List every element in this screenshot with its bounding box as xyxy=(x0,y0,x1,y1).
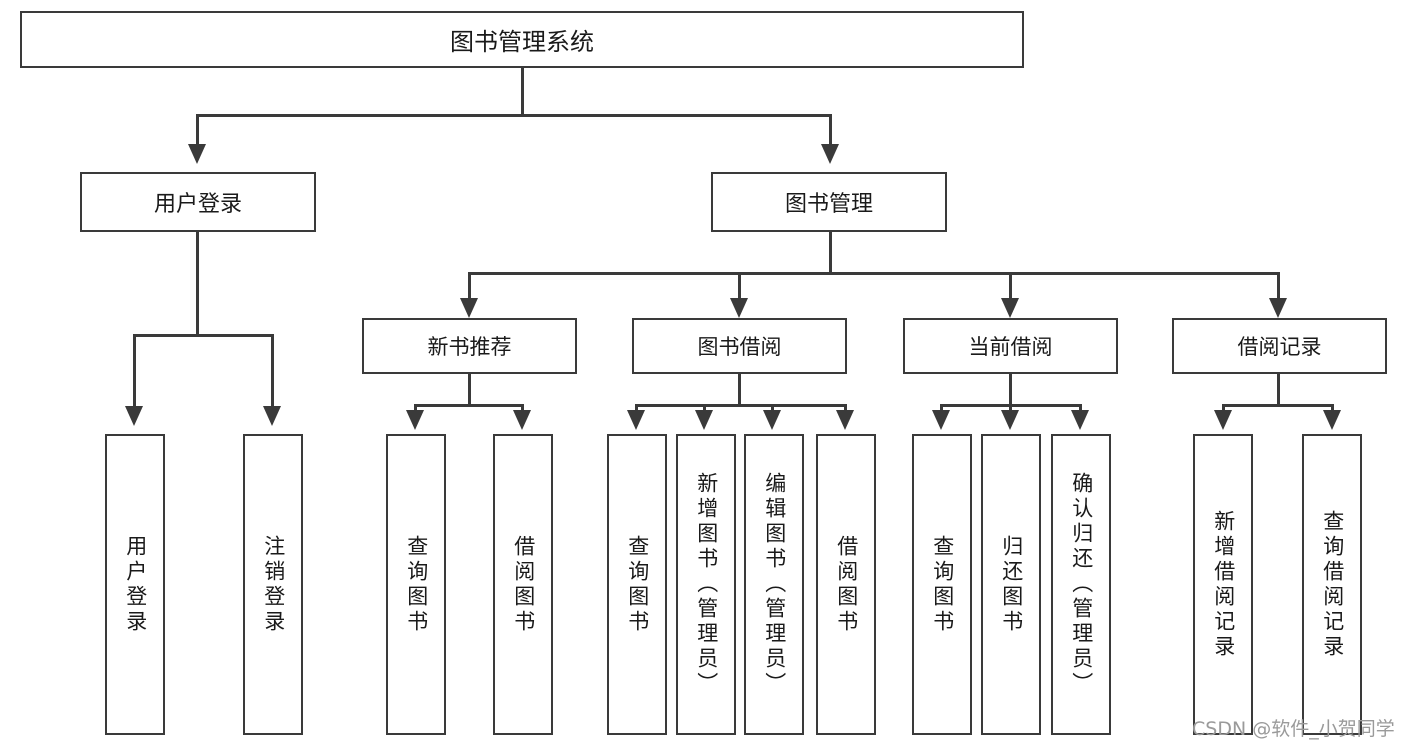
node-label: 当前借阅 xyxy=(968,335,1053,359)
connector-level2-drop-3 xyxy=(1009,272,1012,306)
node-label: 用户登录 xyxy=(153,192,242,217)
arrow-to-borrow-record xyxy=(1269,298,1287,318)
node-book-management[interactable]: 图书管理 xyxy=(711,172,947,232)
node-label: 确认归还（管理员） xyxy=(1069,472,1094,697)
node-label: 新增借阅记录 xyxy=(1211,509,1236,660)
leaf-user-login[interactable]: 用户登录 xyxy=(105,434,165,735)
node-label: 借阅图书 xyxy=(834,534,859,635)
connector-current-borrow-drop-1 xyxy=(940,404,943,412)
node-book-borrow[interactable]: 图书借阅 xyxy=(632,318,847,374)
arrow-to-leaf-query-book-1 xyxy=(406,410,424,430)
arrow-to-current-borrow xyxy=(1001,298,1019,318)
node-current-borrow[interactable]: 当前借阅 xyxy=(903,318,1118,374)
leaf-query-book-current[interactable]: 查询图书 xyxy=(912,434,972,735)
leaf-query-book-borrow[interactable]: 查询图书 xyxy=(607,434,667,735)
connector-book-borrow-drop-2 xyxy=(703,404,706,412)
connector-level2-bus xyxy=(468,272,1280,275)
connector-current-borrow-drop-2 xyxy=(1009,404,1012,412)
node-borrow-record[interactable]: 借阅记录 xyxy=(1172,318,1387,374)
arrow-to-new-book-recommend xyxy=(460,298,478,318)
connector-current-borrow-drop-3 xyxy=(1079,404,1082,412)
leaf-query-borrow-record[interactable]: 查询借阅记录 xyxy=(1302,434,1362,735)
arrow-to-leaf-borrow-book-2 xyxy=(836,410,854,430)
connector-book-borrow-drop-4 xyxy=(844,404,847,412)
connector-level1-drop-2 xyxy=(829,114,832,144)
leaf-query-book-new[interactable]: 查询图书 xyxy=(386,434,446,735)
connector-book-management-stem xyxy=(829,232,832,274)
arrow-to-leaf-logout xyxy=(263,406,281,426)
leaf-confirm-return-admin[interactable]: 确认归还（管理员） xyxy=(1051,434,1111,735)
node-label: 借阅图书 xyxy=(511,534,536,635)
connector-borrow-record-bus xyxy=(1222,404,1334,407)
leaf-edit-book-admin[interactable]: 编辑图书（管理员） xyxy=(744,434,804,735)
node-label: 图书管理 xyxy=(784,192,873,217)
connector-user-login-drop-2 xyxy=(271,334,274,406)
connector-user-login-bus xyxy=(133,334,274,337)
node-label: 新增图书（管理员） xyxy=(694,472,719,697)
node-label: 图书借阅 xyxy=(697,335,782,359)
connector-new-book-drop-2 xyxy=(521,404,524,412)
node-label: 查询借阅记录 xyxy=(1320,509,1345,660)
node-label: 借阅记录 xyxy=(1237,335,1322,359)
connector-book-borrow-stem xyxy=(738,374,741,406)
arrow-to-leaf-add-borrow-record xyxy=(1214,410,1232,430)
arrow-to-leaf-confirm-return xyxy=(1071,410,1089,430)
arrow-to-leaf-query-book-3 xyxy=(932,410,950,430)
connector-level2-drop-4 xyxy=(1277,272,1280,306)
arrow-to-book-management xyxy=(821,144,839,164)
arrow-to-book-borrow xyxy=(730,298,748,318)
leaf-logout[interactable]: 注销登录 xyxy=(243,434,303,735)
node-new-book-recommend[interactable]: 新书推荐 xyxy=(362,318,577,374)
node-label: 查询图书 xyxy=(930,534,955,635)
connector-root-stem xyxy=(521,68,524,114)
connector-user-login-stem xyxy=(196,232,199,336)
node-label: 查询图书 xyxy=(625,534,650,635)
connector-borrow-record-stem xyxy=(1277,374,1280,406)
connector-user-login-drop-1 xyxy=(133,334,136,406)
connector-level2-drop-2 xyxy=(738,272,741,306)
connector-book-borrow-bus xyxy=(635,404,847,407)
connector-new-book-bus xyxy=(414,404,524,407)
connector-level1-bus xyxy=(196,114,832,117)
node-label: 新书推荐 xyxy=(427,335,512,359)
connector-book-borrow-drop-3 xyxy=(771,404,774,412)
node-label: 注销登录 xyxy=(261,534,286,635)
connector-book-borrow-drop-1 xyxy=(635,404,638,412)
connector-borrow-record-drop-2 xyxy=(1331,404,1334,412)
leaf-add-borrow-record[interactable]: 新增借阅记录 xyxy=(1193,434,1253,735)
node-label: 查询图书 xyxy=(404,534,429,635)
leaf-borrow-book[interactable]: 借阅图书 xyxy=(816,434,876,735)
arrow-to-leaf-query-book-2 xyxy=(627,410,645,430)
arrow-to-leaf-query-borrow-record xyxy=(1323,410,1341,430)
connector-new-book-drop-1 xyxy=(414,404,417,412)
connector-level1-drop-1 xyxy=(196,114,199,144)
node-user-login[interactable]: 用户登录 xyxy=(80,172,316,232)
leaf-borrow-book-new[interactable]: 借阅图书 xyxy=(493,434,553,735)
node-label: 归还图书 xyxy=(999,534,1024,635)
leaf-add-book-admin[interactable]: 新增图书（管理员） xyxy=(676,434,736,735)
connector-borrow-record-drop-1 xyxy=(1222,404,1225,412)
arrow-to-leaf-user-login xyxy=(125,406,143,426)
arrow-to-leaf-edit-book xyxy=(763,410,781,430)
node-label: 编辑图书（管理员） xyxy=(762,472,787,697)
connector-new-book-stem xyxy=(468,374,471,406)
connector-current-borrow-stem xyxy=(1009,374,1012,406)
connector-level2-drop-1 xyxy=(468,272,471,306)
arrow-to-leaf-return-book xyxy=(1001,410,1019,430)
arrow-to-leaf-borrow-book-1 xyxy=(513,410,531,430)
arrow-to-user-login xyxy=(188,144,206,164)
node-label: 用户登录 xyxy=(123,534,148,635)
node-root-book-management-system[interactable]: 图书管理系统 xyxy=(20,11,1024,68)
leaf-return-book[interactable]: 归还图书 xyxy=(981,434,1041,735)
arrow-to-leaf-add-book xyxy=(695,410,713,430)
node-label: 图书管理系统 xyxy=(450,28,594,56)
